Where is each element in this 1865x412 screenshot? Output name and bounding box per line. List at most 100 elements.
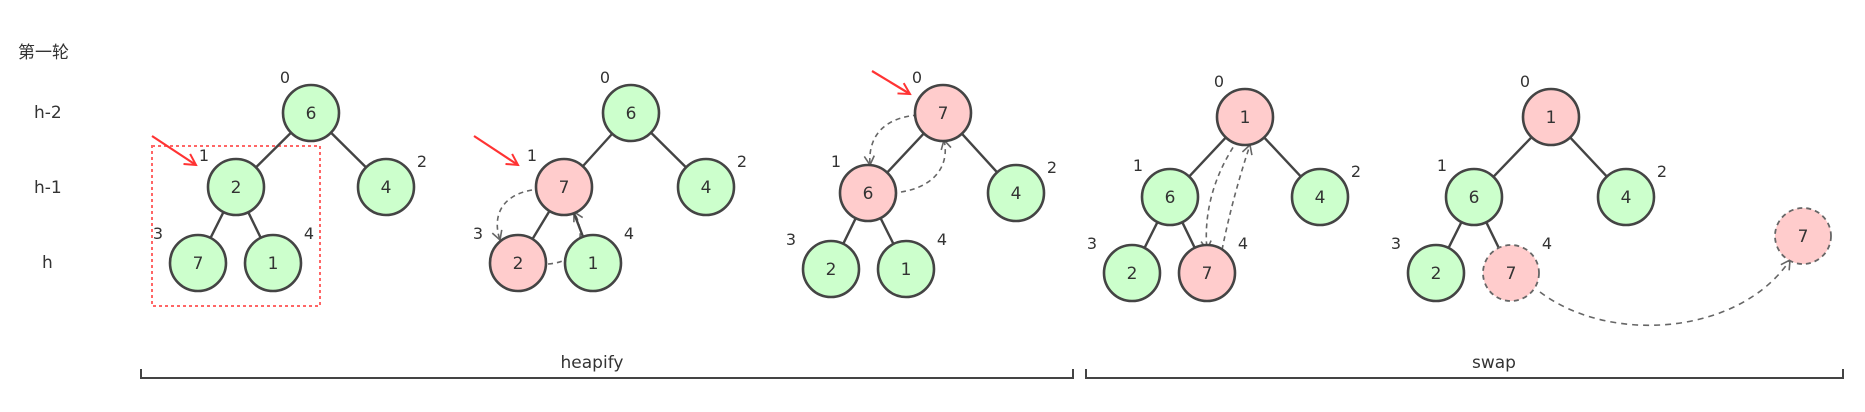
tree-edge [650, 131, 687, 169]
node-index-label: 0 [912, 68, 922, 87]
level-label-h-2: h-2 [34, 103, 62, 123]
node-index-label: 2 [737, 152, 747, 171]
extracted-node-value: 7 [1798, 227, 1809, 247]
focus-box [151, 145, 321, 307]
node-index-label: 4 [1238, 234, 1248, 253]
extracted-node [1774, 207, 1832, 265]
level-label-h: h [42, 253, 53, 273]
node-index-label: 1 [1133, 156, 1143, 175]
tree-edge [531, 210, 551, 240]
node-index-label: 1 [199, 146, 209, 165]
tree-edge [1188, 136, 1227, 178]
heap-node-3 [1102, 243, 1162, 303]
heap-node-0 [1215, 87, 1275, 147]
node-value: 6 [1469, 188, 1480, 208]
node-value: 2 [513, 254, 524, 274]
swap-arrow-down-tree3 [863, 114, 919, 167]
tree-edge [209, 211, 225, 239]
pointer-arrow-tree1 [151, 135, 196, 165]
level-label-h-1: h-1 [34, 178, 62, 198]
node-index-label: 0 [600, 68, 610, 87]
node-index-label: 4 [937, 230, 947, 249]
node-index-label: 2 [1657, 162, 1667, 181]
node-index-label: 1 [831, 152, 841, 171]
heap-node-4 [243, 233, 303, 293]
swap-arrow-down-tree2 [491, 189, 533, 242]
node-value: 6 [306, 104, 317, 124]
node-index-label: 0 [1520, 72, 1530, 91]
tree-edge [1447, 221, 1463, 249]
node-index-label: 0 [1214, 72, 1224, 91]
heap-node-2 [986, 163, 1046, 223]
tree-edge [1143, 221, 1159, 249]
node-value: 1 [268, 254, 279, 274]
tree-edge [1569, 136, 1608, 178]
tree-edge [842, 217, 857, 245]
node-index-label: 3 [1087, 234, 1097, 253]
tree-edge [330, 131, 367, 169]
node-value: 1 [901, 260, 912, 280]
node-index-label: 4 [624, 224, 634, 243]
tree-edge [1263, 136, 1302, 178]
node-value: 7 [559, 178, 570, 198]
heap-node-4 [876, 239, 936, 299]
heap-node-1 [1140, 167, 1200, 227]
node-value: 4 [1011, 184, 1022, 204]
heap-node-3 [801, 239, 861, 299]
node-value: 2 [231, 178, 242, 198]
node-value: 4 [1621, 188, 1632, 208]
heap-node-2 [676, 157, 736, 217]
node-index-label: 3 [153, 224, 163, 243]
node-value: 7 [938, 104, 949, 124]
pointer-arrow-tree3 [871, 70, 910, 94]
node-value: 2 [826, 260, 837, 280]
tree-edge [572, 212, 585, 238]
node-value: 1 [1240, 108, 1251, 128]
node-index-label: 4 [1542, 234, 1552, 253]
tree-edge [1181, 221, 1196, 249]
heap-node-1 [838, 163, 898, 223]
heapify-label: heapify [561, 353, 624, 373]
node-value: 2 [1431, 264, 1442, 284]
node-index-label: 1 [527, 146, 537, 165]
node-index-label: 3 [786, 230, 796, 249]
heap-node-1 [1444, 167, 1504, 227]
tree-edge [581, 132, 614, 168]
node-index-label: 3 [473, 224, 483, 243]
node-index-label: 4 [304, 224, 314, 243]
tree-edge [960, 132, 999, 174]
swap-arrow-up-tree4 [1221, 143, 1253, 251]
node-value: 7 [193, 254, 204, 274]
node-value: 2 [1127, 264, 1138, 284]
tree-edge [879, 217, 895, 245]
node-value: 4 [381, 178, 392, 198]
heap-node-3 [168, 233, 228, 293]
node-value: 7 [1506, 264, 1517, 284]
pointer-arrow-tree2 [473, 135, 518, 165]
heap-node-4 [563, 233, 623, 293]
tree-edge [886, 132, 925, 174]
move-arrow-extract [1539, 258, 1791, 326]
heap-node-2 [1290, 167, 1350, 227]
heap-node-3 [488, 233, 548, 293]
node-value: 6 [626, 104, 637, 124]
heapify-bracket [140, 369, 1074, 379]
tree-edge [255, 131, 292, 169]
heap-node-4 [1177, 243, 1237, 303]
heap-node-2 [1596, 167, 1656, 227]
heap-node-1 [206, 157, 266, 217]
node-index-label: 3 [1391, 234, 1401, 253]
node-value: 7 [1202, 264, 1213, 284]
swap-arrow-up-tree3 [891, 138, 952, 194]
node-index-label: 0 [280, 68, 290, 87]
heap-node-0 [1521, 87, 1581, 147]
heap-node-0 [601, 83, 661, 143]
swap-bracket [1085, 369, 1844, 379]
tree-edge [247, 211, 262, 239]
